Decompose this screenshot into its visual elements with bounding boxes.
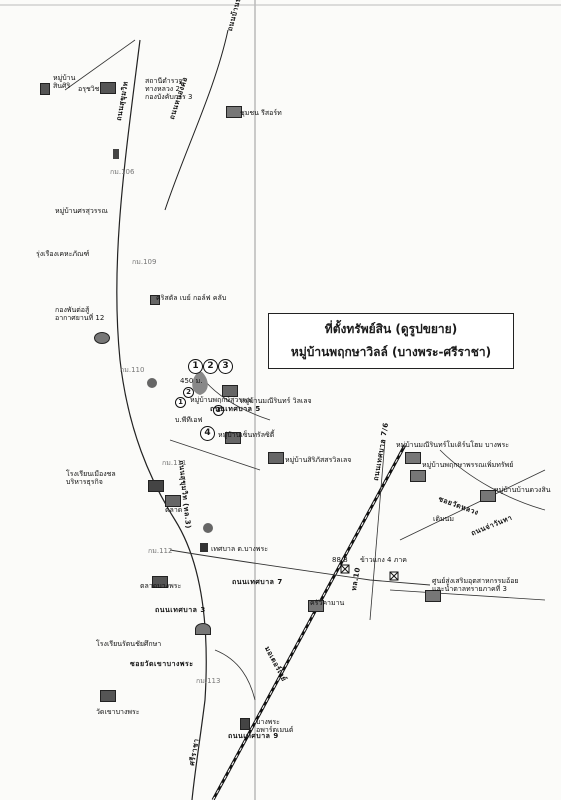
- title-line-2: หมู่บ้านพฤกษาวิลล์ (บางพระ-ศรีราชา): [290, 345, 492, 359]
- label-central-city: หมู่บ้านเซ็นทรัลซิตี้: [218, 431, 275, 439]
- label-duang-sin: หมู่บ้านบ้านดวงสิน: [494, 486, 551, 494]
- label-chumchon-resort: ชุมชน รีสอร์ท: [240, 109, 282, 117]
- label-moo-ban-mani: หมู่บ้านมณีรินทร์ วิลเลจ: [240, 397, 312, 405]
- building-icon: [94, 332, 110, 344]
- label-moo-ban-wood: หมู่บ้านพฤกษ์สุวรรณ: [190, 396, 253, 404]
- label-christal-golf: คริสตัล เบย์ กอล์ฟ คลับ: [156, 294, 227, 302]
- road-label-thesaban-7: ถนนเทศบาล 7: [232, 578, 283, 586]
- road-top: [164, 29, 229, 211]
- building-icon: [100, 82, 116, 94]
- road-thesaban-7: [169, 549, 431, 586]
- label-kong-phan: กองพันต่อสู้ อากาศยานที่ 12: [55, 306, 105, 323]
- marker-2: 2: [203, 359, 218, 374]
- label-distance: 450 ม.: [180, 377, 203, 385]
- label-market: ตลาด: [165, 506, 183, 514]
- title-line-1: ที่ตั้งทรัพย์สิน (ดูรูปขยาย): [324, 322, 458, 336]
- km-112: กม.112: [148, 547, 173, 555]
- label-police-station: สถานีตำรวจ ทางหลวง 2 กองบังคับการ 3: [145, 77, 193, 102]
- road-label-thesaban-5: ถนนเทศบาล 5: [210, 405, 261, 413]
- label-dermnem: เติมนม: [433, 515, 454, 523]
- label-wat-khao: วัดเขาบางพระ: [96, 708, 140, 716]
- road-label-wat-khao: ซอยวัดเขาบางพระ: [130, 660, 194, 668]
- building-icon: [226, 106, 242, 118]
- building-icon: [40, 83, 50, 95]
- building-icon: [480, 490, 496, 502]
- label-rungrueang: รุ่งเรืองเคหะภัณฑ์: [36, 250, 90, 258]
- marker-3-small: 3: [213, 405, 224, 416]
- label-mani-modern-home: หมู่บ้านมณีรินทร์โมเดิร์นโฮม บางพระ: [396, 441, 510, 449]
- water-drop-icon: [203, 523, 213, 533]
- water-drop-icon: [147, 378, 157, 388]
- marker-1-small: 1: [175, 397, 186, 408]
- label-siri-village: หมู่บ้านสิริภัสสรวิลเลจ: [285, 456, 352, 464]
- marker-3: 3: [218, 359, 233, 374]
- building-icon: [195, 623, 211, 635]
- sukhumvit-road: [116, 39, 207, 800]
- building-icon: [150, 295, 160, 305]
- building-icon: [410, 470, 426, 482]
- building-icon: [308, 600, 324, 612]
- marker-2-small: 2: [183, 387, 194, 398]
- label-talad-bangphra: ตลาดบางพระ: [140, 582, 182, 590]
- road-label-thesaban-3: ถนนเทศบาล 3: [155, 606, 206, 614]
- label-88-8: 88/8: [332, 556, 348, 564]
- building-icon: [100, 690, 116, 702]
- building-icon: [148, 480, 164, 492]
- marker-1: 1: [188, 359, 203, 374]
- km-109: กม.109: [132, 258, 157, 266]
- label-phruksa-phan: หมู่บ้านพฤกษาพรรณเพิ่มทรัพย์: [422, 461, 514, 469]
- label-school-rattana: โรงเรียนรัตนชัยศึกษา: [96, 640, 162, 648]
- label-moo-ban: หมู่บ้านศรสุวรรณ: [55, 207, 108, 215]
- building-icon: [222, 385, 238, 397]
- building-icon: [240, 718, 250, 730]
- building-icon: [425, 590, 441, 602]
- building-icon: [405, 452, 421, 464]
- label-municipality: เทศบาล ต.บางพระ: [211, 545, 269, 553]
- label-ruchu-wit: อรุชวิช: [78, 85, 100, 93]
- km-106: กม.106: [110, 168, 135, 176]
- label-moo-ban-sinsiri: หมู่บ้าน สินศิริ: [53, 74, 76, 91]
- km-111: กม.111: [162, 459, 187, 467]
- km-110: กม.110: [120, 366, 145, 374]
- km-113: กม.113: [196, 677, 221, 685]
- property-title-box: ที่ตั้งทรัพย์สิน (ดูรูปขยาย) หมู่บ้านพฤก…: [268, 313, 514, 369]
- label-bangphra-apartment: บางพระ อพาร์ตเมนต์: [256, 718, 294, 735]
- label-khao-kaeng: ข้าวแกง 4 ภาค: [360, 556, 407, 564]
- building-icon: [152, 576, 168, 588]
- building-icon: [225, 432, 241, 444]
- location-pin-icon: [192, 372, 208, 395]
- building-icon: [268, 452, 284, 464]
- label-school-chonburi: โรงเรียนเมืองชล บริหารธุรกิจ: [66, 470, 116, 487]
- road-label-thesaban-9: ถนนเทศบาล 9: [228, 732, 279, 740]
- marker-4: 4: [200, 426, 215, 441]
- label-restaurant: ครัวคามาน: [310, 599, 345, 607]
- building-icon: [165, 495, 181, 507]
- label-ptt: บ.พีทีเอฟ: [175, 416, 203, 424]
- label-sugar-center: ศูนย์ส่งเสริมอุตสาหกรรมอ้อย และน้ำตาลทรา…: [432, 577, 519, 594]
